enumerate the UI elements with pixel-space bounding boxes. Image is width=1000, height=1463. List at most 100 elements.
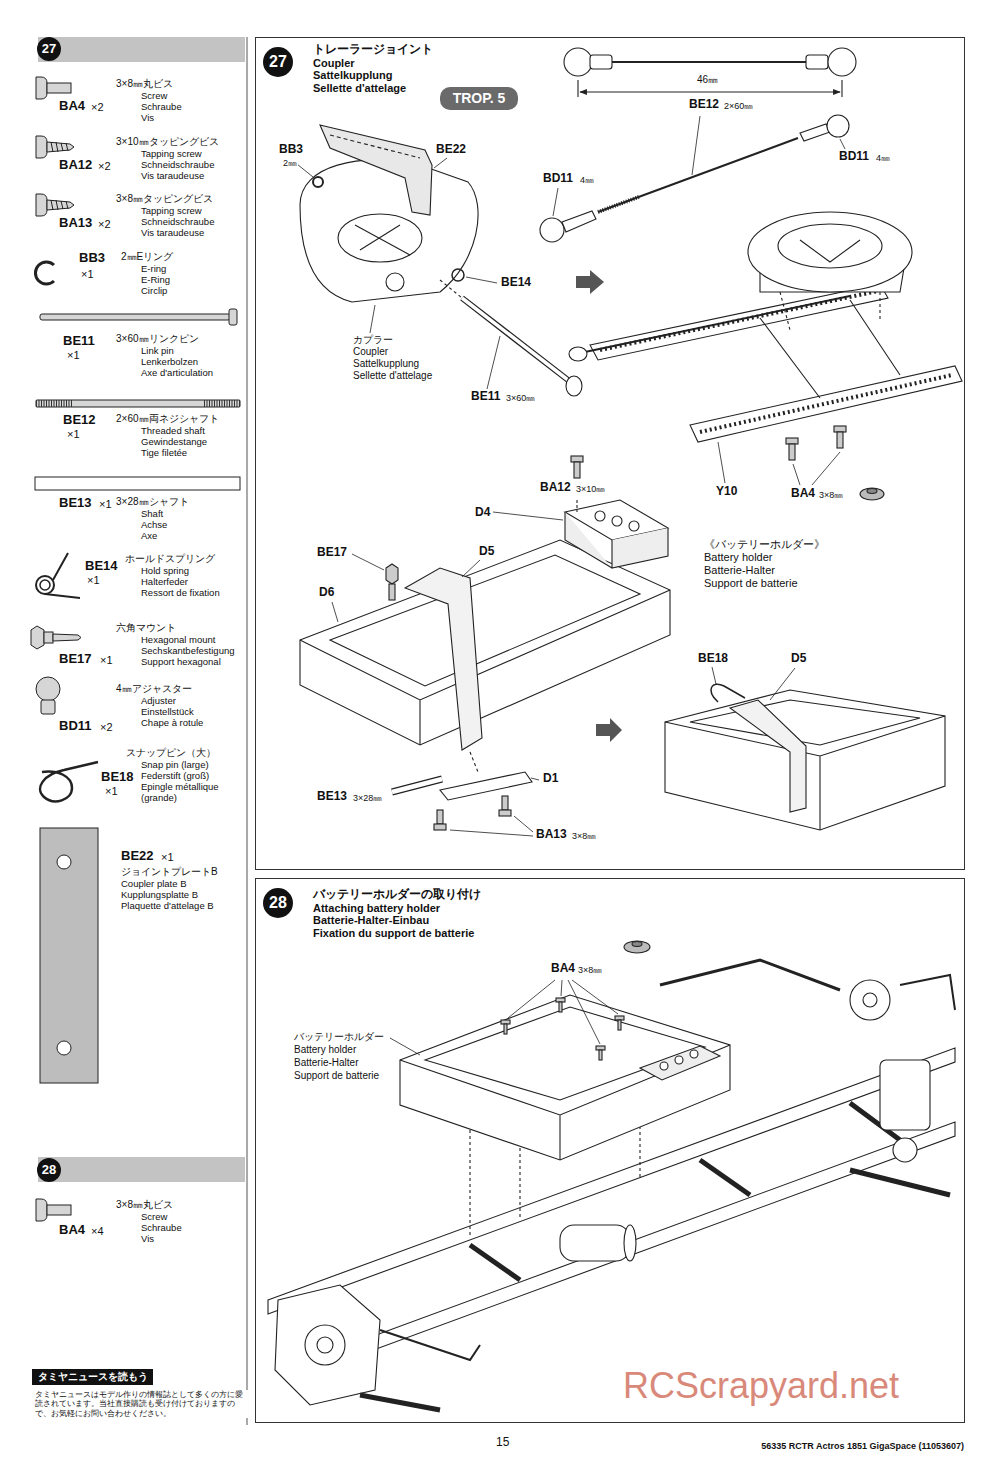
- part-name: Tapping screw: [140, 149, 203, 160]
- battery-holder-illustration: [392, 779, 442, 792]
- chassis-illustration: [504, 1024, 507, 1034]
- chassis-illustration: [624, 941, 650, 953]
- fifth-wheel-illustration: [834, 426, 846, 432]
- leader-line: [487, 336, 500, 389]
- adjuster-illustration: [540, 218, 564, 242]
- step-title-line: Attaching battery holder: [313, 902, 481, 915]
- chassis-illustration: [380, 1330, 480, 1360]
- part-icon: [44, 632, 53, 643]
- battery-holder-illustration: [612, 516, 622, 526]
- leader-line: [292, 116, 845, 1055]
- chassis-illustration: [640, 1046, 720, 1080]
- part-quantity: ×1: [86, 574, 101, 587]
- leader-line: [572, 980, 618, 1014]
- battery-holder-illustration: [300, 540, 670, 745]
- part-code: BB3: [78, 251, 106, 266]
- leader-line: [352, 554, 384, 570]
- chassis-illustration: [900, 975, 955, 1010]
- adjuster-illustration: [598, 138, 798, 212]
- battery-holder-illustration: [330, 555, 640, 686]
- fifth-wheel-illustration: [778, 224, 882, 268]
- leader-line: [568, 980, 600, 1044]
- part-callout: Y10: [715, 485, 738, 499]
- size-note: 3×10㎜: [575, 484, 606, 494]
- part-name: Circlip: [140, 286, 168, 297]
- step-title: トレーラージョイントCouplerSattelkupplungSellette …: [313, 43, 433, 95]
- battery-holder-illustration: [711, 684, 745, 702]
- part-name: Coupler: [352, 346, 389, 358]
- part-name: Vis: [140, 113, 155, 124]
- assembly-name: Support de batterie: [293, 1070, 380, 1082]
- chassis-illustration: [400, 995, 730, 1160]
- fifth-wheel-illustration: [800, 240, 860, 262]
- adjuster-illustration: [800, 124, 830, 141]
- part-callout: D5: [790, 652, 807, 666]
- fifth-wheel-illustration: [590, 284, 888, 360]
- battery-holder-illustration: [571, 456, 583, 462]
- part-name: Support hexagonal: [140, 657, 222, 668]
- part-code: BE18: [100, 770, 135, 785]
- part-quantity: ×2: [97, 218, 112, 231]
- assembly-name: バッテリーホルダー: [293, 1031, 385, 1043]
- chassis-illustration: [880, 1060, 930, 1130]
- part-callout: BE17: [316, 546, 348, 560]
- coupler-illustration: [300, 125, 582, 396]
- part-name-ja: 3×10㎜タッピングビス: [115, 136, 220, 148]
- part-name: Epingle métallique (grande): [140, 782, 246, 804]
- part-icon: [57, 1041, 71, 1055]
- battery-holder-illustration: [405, 568, 482, 750]
- part-icon: [57, 855, 71, 869]
- chassis-illustration: [425, 1007, 705, 1100]
- chassis-illustration: [863, 993, 877, 1007]
- part-quantity: ×1: [104, 785, 119, 798]
- part-callout: D6: [318, 586, 335, 600]
- part-name: Vis taraudeuse: [140, 171, 205, 182]
- part-code: BA13: [58, 216, 93, 231]
- leader-line: [466, 277, 497, 283]
- chassis-illustration: [556, 998, 565, 1002]
- assembly-name: Batterie-Halter: [293, 1057, 359, 1069]
- part-name: Lenkerbolzen: [140, 357, 199, 368]
- part-name: Kupplungsplatte B: [120, 890, 199, 901]
- battery-holder-illustration: [576, 500, 577, 512]
- leader-line: [553, 188, 558, 216]
- size-note: 4㎜: [579, 175, 595, 185]
- part-code: BE11: [62, 334, 96, 349]
- battery-holder-illustration: [440, 772, 532, 800]
- part-name: Schraube: [140, 1223, 183, 1234]
- part-name: Tige filetée: [140, 448, 188, 459]
- leader-line: [434, 158, 447, 168]
- part-code: BE13: [58, 496, 93, 511]
- chassis-illustration: [501, 1020, 510, 1024]
- step-title-line: Fixation du support de batterie: [313, 927, 481, 940]
- leader-line: [390, 1038, 420, 1055]
- part-name: E-Ring: [140, 275, 171, 286]
- part-icon: [53, 634, 81, 641]
- part-name: Einstellstück: [140, 707, 195, 718]
- part-name: Axe d'articulation: [140, 368, 214, 379]
- part-icon: [36, 1199, 47, 1221]
- step-number: 27: [263, 47, 293, 77]
- leader-line: [462, 560, 480, 577]
- part-icon: [36, 677, 60, 701]
- part-name-ja: スナップピン（大）: [125, 747, 217, 759]
- part-icon: [36, 400, 240, 407]
- part-name: Federstift (groß): [140, 771, 246, 782]
- part-code: BD11: [58, 719, 93, 734]
- assembly-name: Battery holder: [703, 551, 773, 564]
- coupler-illustration: [300, 160, 478, 302]
- part-callout: D1: [542, 772, 559, 786]
- header-band: [38, 1157, 245, 1182]
- chassis-illustration: [330, 1122, 955, 1366]
- leader-line: [712, 667, 716, 684]
- part-name-ja: 3×28㎜シャフト: [115, 496, 190, 508]
- step-title-line: トレーラージョイント: [313, 43, 433, 57]
- chassis-illustration: [400, 1045, 730, 1160]
- part-name-ja: 3×8㎜タッピングビス: [115, 193, 214, 205]
- part-name: カプラー: [352, 334, 394, 346]
- part-callout: BE14: [500, 276, 532, 290]
- leader-line: [793, 464, 800, 485]
- step-title-line: Sellette d'attelage: [313, 82, 433, 95]
- dimension: 46㎜: [696, 74, 719, 86]
- leader-line: [770, 668, 795, 700]
